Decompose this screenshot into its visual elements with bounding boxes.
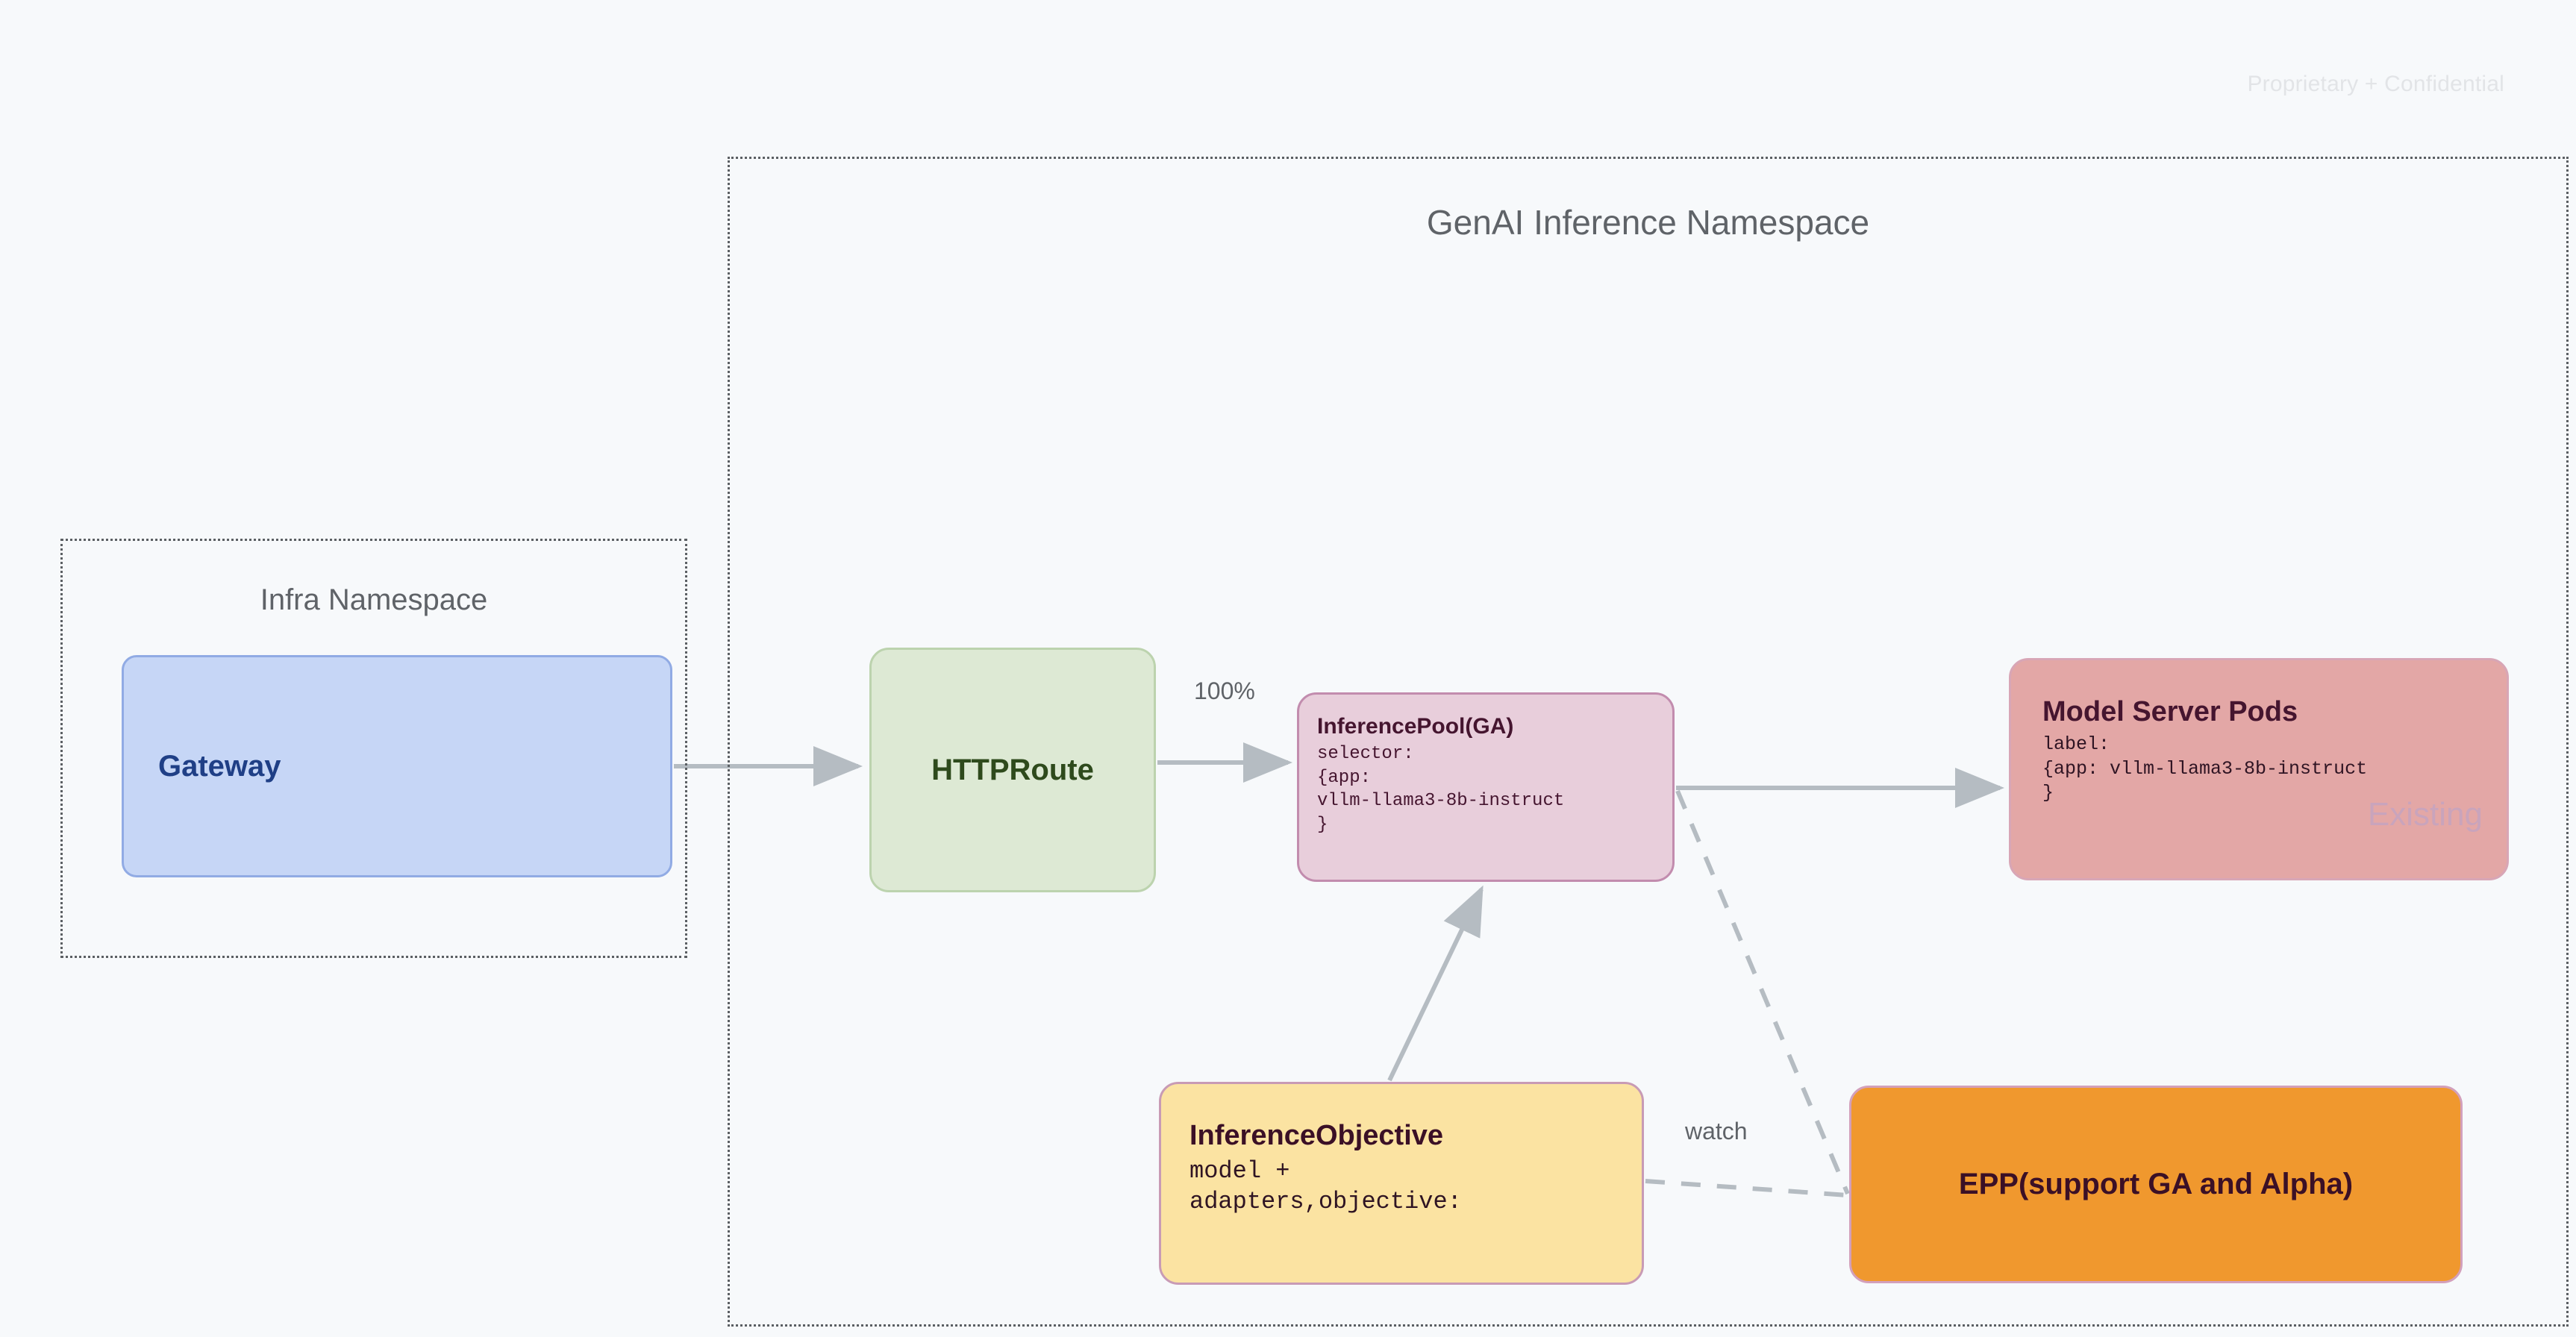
node-inferencepool-selector: selector: {app: vllm-llama3-8b-instruct … bbox=[1317, 744, 1565, 836]
edge-label-watch: watch bbox=[1685, 1118, 1748, 1145]
node-inference-objective[interactable]: InferenceObjective model + adapters,obje… bbox=[1159, 1082, 1644, 1285]
node-gateway-title: Gateway bbox=[158, 749, 281, 783]
node-inference-objective-body: model + adapters,objective: bbox=[1189, 1157, 1462, 1215]
namespace-infra: Infra Namespace bbox=[60, 539, 687, 958]
node-inferencepool[interactable]: InferencePool(GA) selector: {app: vllm-l… bbox=[1297, 692, 1675, 882]
existing-stamp: Existing bbox=[2367, 796, 2483, 833]
node-epp[interactable]: EPP(support GA and Alpha) bbox=[1849, 1086, 2463, 1283]
namespace-infra-title: Infra Namespace bbox=[260, 583, 488, 616]
namespace-genai-inference: GenAI Inference Namespace bbox=[728, 157, 2569, 1327]
node-model-server-pods-title: Model Server Pods bbox=[2042, 696, 2298, 727]
node-epp-title: EPP(support GA and Alpha) bbox=[1958, 1168, 2354, 1200]
node-model-server-pods-label: label: {app: vllm-llama3-8b-instruct } bbox=[2042, 733, 2368, 804]
node-httproute-title: HTTPRoute bbox=[931, 753, 1094, 786]
node-gateway[interactable]: Gateway bbox=[122, 655, 672, 877]
node-httproute[interactable]: HTTPRoute bbox=[869, 648, 1156, 892]
confidentiality-watermark: Proprietary + Confidential bbox=[2247, 72, 2504, 96]
edge-label-traffic-weight: 100% bbox=[1194, 677, 1255, 704]
node-model-server-pods[interactable]: Model Server Pods label: {app: vllm-llam… bbox=[2009, 658, 2509, 880]
node-inference-objective-title: InferenceObjective bbox=[1189, 1120, 1444, 1151]
node-inferencepool-title: InferencePool(GA) bbox=[1317, 714, 1514, 739]
namespace-genai-title: GenAI Inference Namespace bbox=[1426, 203, 1870, 242]
